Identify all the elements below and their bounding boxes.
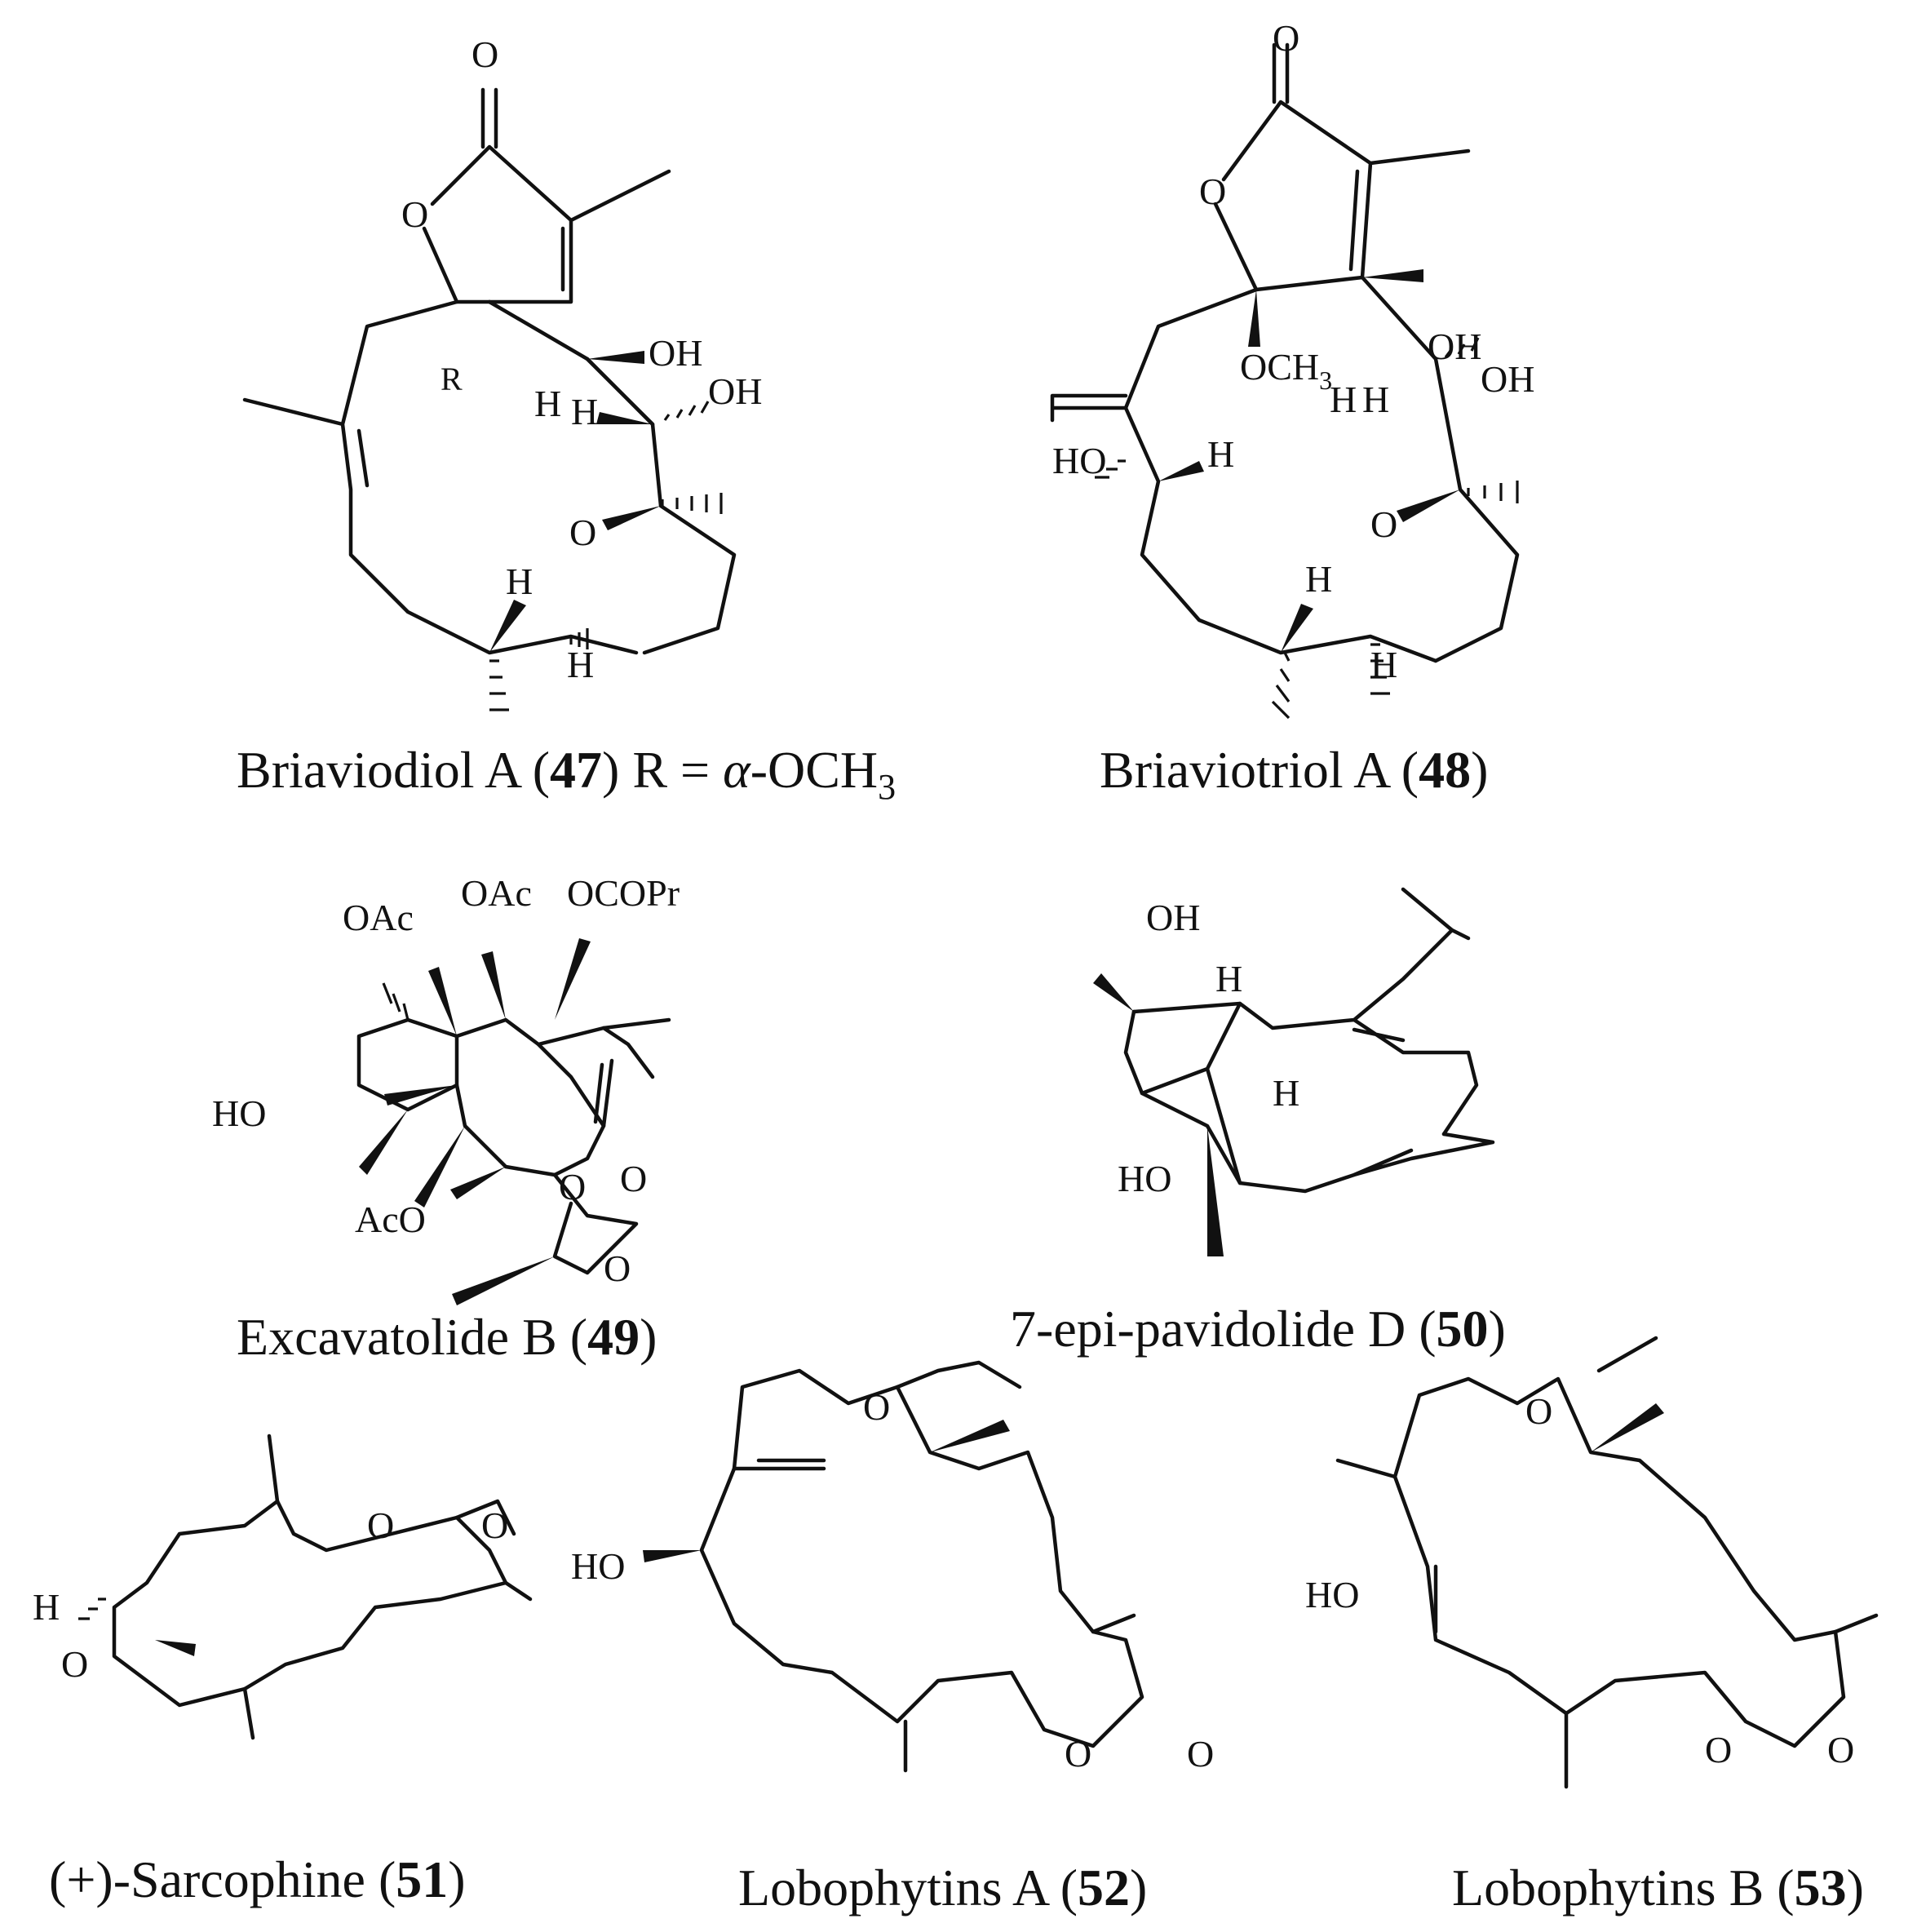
- atom-h: H: [567, 644, 594, 685]
- atom-oh: OH: [1146, 897, 1200, 938]
- caption-50: 7-epi-pavidolide D (50): [1010, 1300, 1506, 1358]
- atom-o: O: [863, 1386, 890, 1428]
- atom-o: O: [1273, 17, 1299, 59]
- atom-h: H: [571, 391, 598, 432]
- atom-ho: HO: [1305, 1574, 1359, 1615]
- atom-o: O: [1065, 1733, 1091, 1775]
- atom-oh: OH: [708, 370, 762, 412]
- atom-oac: OAc: [461, 872, 532, 914]
- atom-oh: OH: [1428, 326, 1481, 367]
- atom-o: O: [401, 193, 428, 235]
- atom-ho: HO: [212, 1092, 266, 1134]
- atom-ho: HO: [571, 1545, 625, 1587]
- atom-ocopr: OCOPr: [567, 872, 680, 914]
- atom-o: O: [1187, 1733, 1214, 1775]
- atom-ho: HO: [1052, 440, 1106, 481]
- atom-aco: AcO: [355, 1199, 426, 1240]
- atom-o: O: [472, 33, 498, 75]
- atom-h: H: [1370, 644, 1397, 685]
- atom-h: H: [1362, 379, 1389, 420]
- atom-o: O: [620, 1158, 647, 1199]
- structure-49: HO OAc OAc OCOPr AcO O O O: [212, 872, 680, 1305]
- atom-o: O: [1705, 1729, 1732, 1770]
- atom-o: O: [61, 1643, 88, 1685]
- atom-h: H: [1273, 1072, 1299, 1114]
- atom-o: O: [481, 1504, 508, 1546]
- structure-48: O O OCH3 OH OH H H HO H O H H: [1050, 17, 1534, 720]
- atom-o: O: [604, 1247, 631, 1289]
- structure-52: HO O O O: [571, 1360, 1214, 1775]
- caption-47: Briaviodiol A (47) R = α-OCH3: [237, 741, 896, 807]
- atom-oh: OH: [649, 332, 702, 374]
- caption-48: Briaviotriol A (48): [1100, 741, 1488, 799]
- atom-o: O: [1199, 171, 1226, 212]
- atom-och3: OCH3: [1240, 346, 1332, 395]
- atom-o: O: [1525, 1390, 1552, 1432]
- atom-h: H: [1305, 558, 1332, 600]
- caption-51: (+)-Sarcophine (51): [49, 1850, 466, 1908]
- atom-h: H: [1330, 379, 1357, 420]
- caption-49: Excavatolide B (49): [237, 1308, 657, 1366]
- atom-o: O: [569, 512, 596, 553]
- atom-ho: HO: [1118, 1158, 1171, 1199]
- structure-51: H O O O: [33, 1433, 533, 1740]
- atom-h: H: [506, 561, 533, 602]
- atom-o: O: [1827, 1729, 1854, 1770]
- atom-h: H: [1215, 958, 1242, 999]
- atom-oh: OH: [1481, 358, 1534, 400]
- atom-h: H: [33, 1586, 60, 1628]
- structure-47: O O R OH OH H H O H H: [242, 33, 762, 711]
- structure-53: HO O O O: [1305, 1336, 1879, 1789]
- atom-o: O: [559, 1166, 586, 1208]
- atom-oac: OAc: [343, 897, 414, 938]
- caption-53: Lobophytins B (53): [1452, 1859, 1864, 1916]
- atom-h: H: [1207, 433, 1234, 475]
- structure-50: OH H H HO: [1093, 887, 1495, 1256]
- atom-h: H: [534, 383, 561, 424]
- caption-52: Lobophytins A (52): [738, 1859, 1147, 1916]
- atom-o: O: [1370, 503, 1397, 545]
- atom-o: O: [367, 1504, 394, 1546]
- atom-r: R: [441, 361, 463, 397]
